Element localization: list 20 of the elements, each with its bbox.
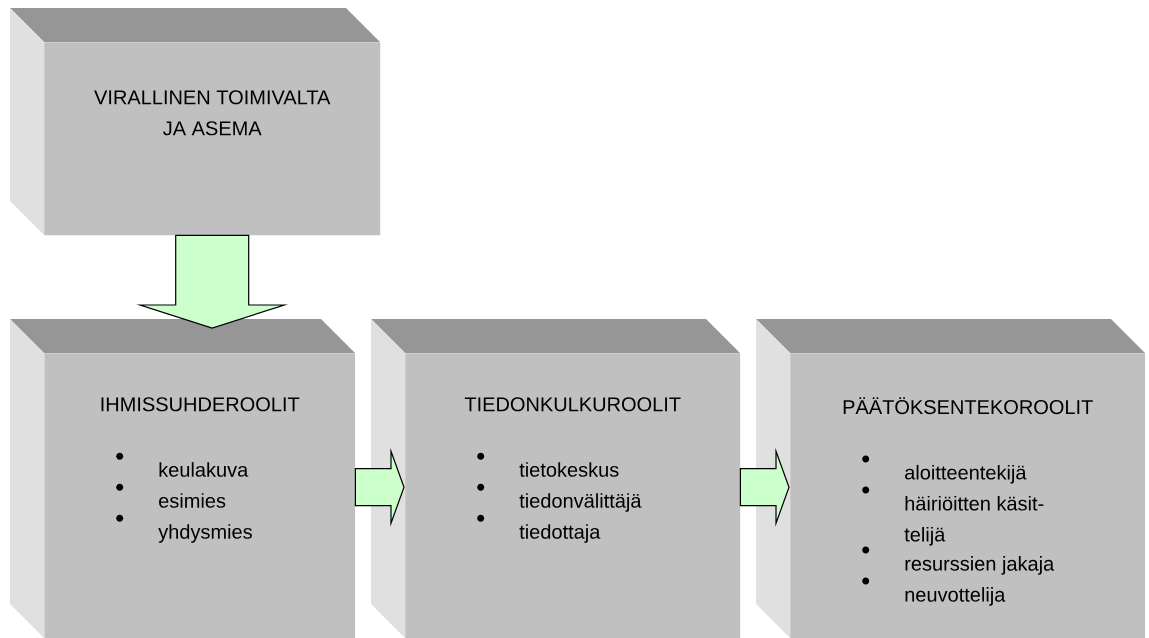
- block-arrow: [739, 447, 790, 527]
- list-item: tiedonvälittäjä: [519, 493, 642, 512]
- heading: PÄÄTÖKSENTEKOROOLIT: [843, 397, 1093, 415]
- heading: TIEDONKULKUROOLIT: [464, 397, 681, 412]
- block-drawing: [10, 319, 356, 638]
- block-drawing: [10, 8, 381, 236]
- block-arrow: [136, 234, 289, 329]
- list-item: tietokeskus: [519, 462, 619, 477]
- block-arrow: [354, 447, 405, 527]
- block-drawing: [756, 319, 1146, 638]
- heading: VIRALLINEN TOIMIVALTA JA ASEMA: [94, 90, 331, 136]
- list-item: esimies: [159, 493, 226, 508]
- block-drawing: [371, 319, 741, 638]
- list-item: tiedottaja: [519, 524, 601, 543]
- list-item: neuvottelija: [905, 587, 1006, 606]
- list-item: yhdysmies: [158, 524, 252, 543]
- list-item: aloitteentekijä: [905, 464, 1027, 484]
- heading: IHMISSUHDEROOLIT: [101, 397, 300, 412]
- list-item: keulakuva: [159, 462, 249, 477]
- list-item: resurssien jakaja: [905, 556, 1055, 575]
